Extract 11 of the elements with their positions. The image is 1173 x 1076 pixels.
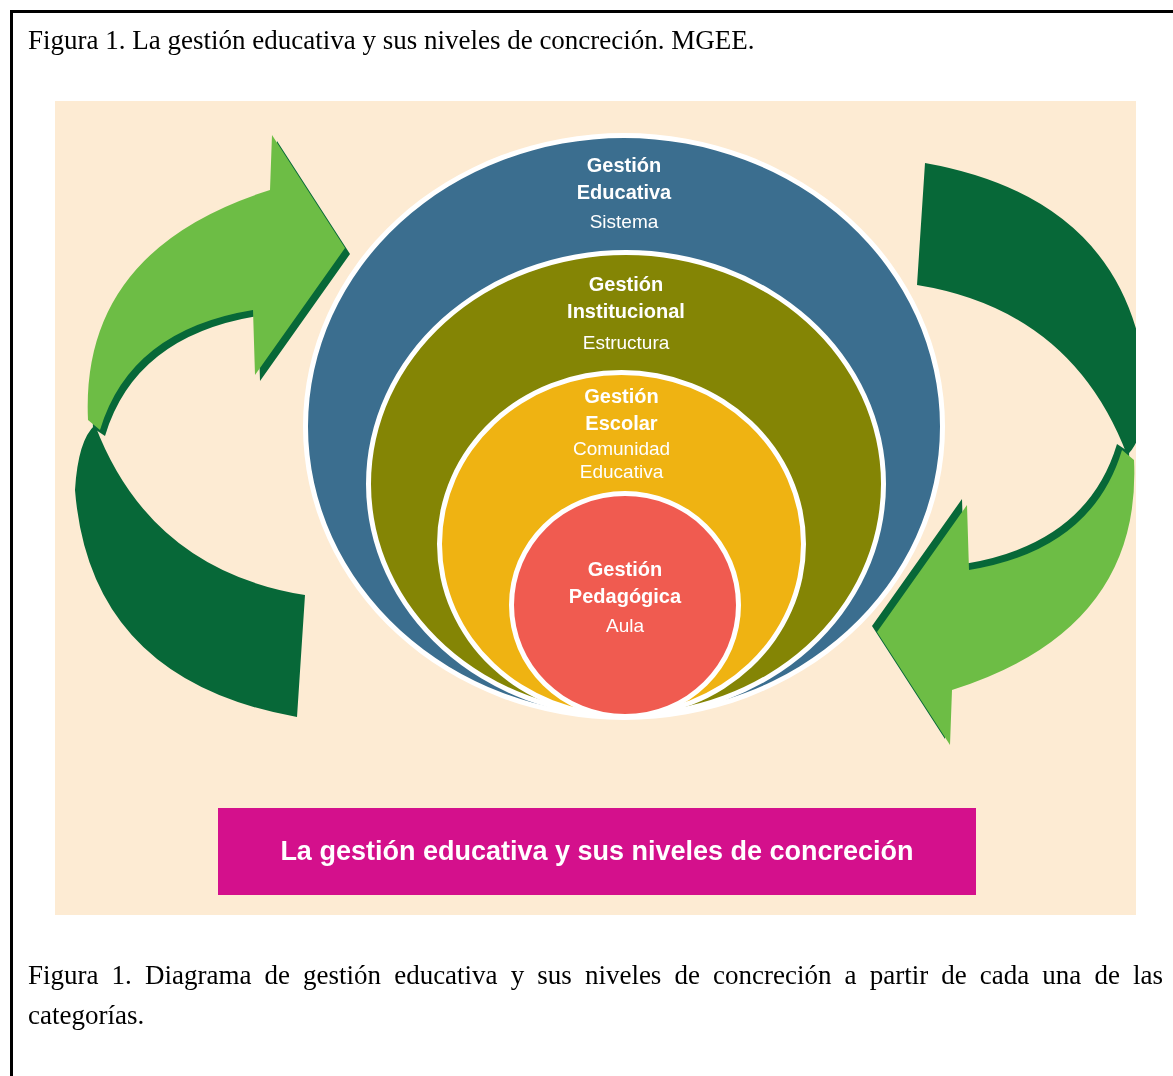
level-subtitle: Estructura: [581, 331, 671, 354]
figure-title: Figura 1. La gestión educativa y sus niveles de concreción. MGEE.: [28, 25, 755, 56]
figure-caption: Figura 1. Diagrama de gestión educativa y sus niveles de concreción a partir de cada una de las categorías.: [28, 959, 1163, 1032]
level-subtitle: Sistema: [588, 210, 660, 233]
level-heading: Gestión Escolar: [583, 384, 660, 436]
level-heading: Gestión Educativa: [575, 153, 673, 205]
level-heading: Gestión Institucional: [566, 272, 686, 324]
level-subtitle: Aula: [605, 614, 645, 637]
level-heading: Gestión Pedagógica: [567, 557, 683, 609]
level-subtitle: Comunidad Educativa: [571, 437, 672, 483]
title-banner: La gestión educativa y sus niveles de concreción: [218, 808, 976, 895]
